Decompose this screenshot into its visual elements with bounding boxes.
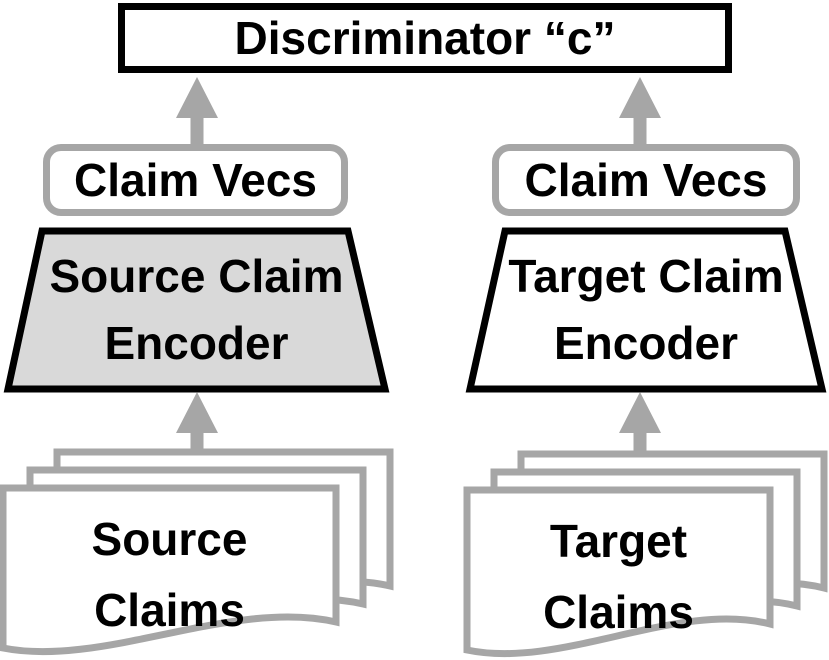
source-claims-label: Source Claims <box>3 500 336 650</box>
claim-vecs-label-right: Claim Vecs <box>524 154 768 206</box>
arrow-up-icon-right-claimvecs-to-discriminator <box>619 77 661 145</box>
source-claims-line2: Claims <box>94 584 245 636</box>
target-claims-page-front <box>463 486 774 658</box>
target-claims-line2: Claims <box>543 586 694 638</box>
source-claims-document-stack <box>0 448 394 656</box>
arrow-up-icon-target-claims-to-encoder <box>619 392 661 455</box>
target-claim-encoder-line1: Target Claim <box>508 250 784 302</box>
target-claims-document-stack <box>463 450 828 658</box>
target-claim-encoder-line2: Encoder <box>553 317 739 369</box>
claim-vecs-box-right: Claim Vecs <box>492 144 800 216</box>
source-claim-encoder-line1: Source Claim <box>49 250 344 302</box>
target-claims-line1: Target <box>549 515 688 567</box>
arrow-up-icon-source-claims-to-encoder <box>176 392 218 455</box>
source-claim-encoder-line2: Encoder <box>104 317 289 369</box>
target-claim-encoder-label: Target Claim Encoder <box>470 231 822 389</box>
source-claims-page-front <box>0 484 340 656</box>
discriminator-box: Discriminator “c” <box>118 3 732 73</box>
arrow-up-icon-left-claimvecs-to-discriminator <box>176 77 218 145</box>
source-claim-encoder-trapezoid <box>3 227 390 393</box>
claim-vecs-label-left: Claim Vecs <box>74 154 317 206</box>
target-claim-encoder-trapezoid <box>465 227 827 393</box>
discriminator-label: Discriminator “c” <box>234 12 616 64</box>
claim-vecs-box-left: Claim Vecs <box>43 144 348 216</box>
source-claim-encoder-label: Source Claim Encoder <box>8 231 385 389</box>
source-claims-line1: Source <box>91 513 248 565</box>
target-claims-label: Target Claims <box>467 502 770 652</box>
